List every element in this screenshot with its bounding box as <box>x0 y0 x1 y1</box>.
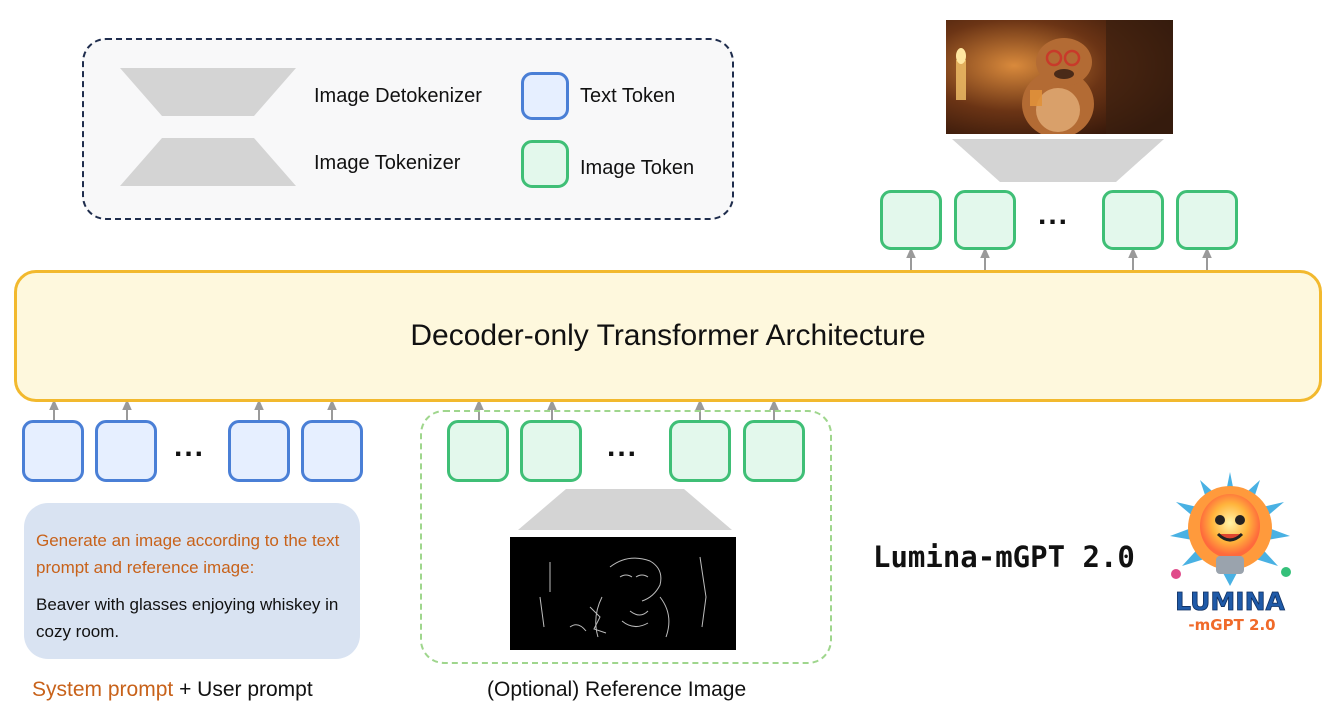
input-image-token <box>447 420 509 482</box>
user-prompt-caption: + User prompt <box>179 678 313 701</box>
image-token-legend-icon <box>521 140 569 188</box>
reference-image-group <box>420 410 832 664</box>
input-text-token <box>22 420 84 482</box>
text-token-legend-label: Text Token <box>580 85 676 107</box>
output-image-token <box>1176 190 1238 250</box>
decoder-transformer-block: Decoder-only Transformer Architecture <box>14 270 1322 402</box>
image-detokenizer-shape <box>952 139 1164 182</box>
image-token-ellipsis: ... <box>607 430 639 463</box>
lumina-logo: LUMINA -mGPT 2.0 <box>1170 472 1291 634</box>
detokenizer-legend-icon <box>120 68 296 116</box>
prompt-caption: System prompt + User prompt <box>32 678 313 702</box>
input-image-token <box>520 420 582 482</box>
user-prompt-text: Beaver with glasses enjoying whiskey in … <box>36 595 339 641</box>
input-text-token <box>301 420 363 482</box>
output-image-token <box>954 190 1016 250</box>
input-text-token <box>228 420 290 482</box>
system-prompt-text: Generate an image according to the text … <box>36 531 340 577</box>
reference-image-caption: (Optional) Reference Image <box>487 678 747 701</box>
input-image-token <box>669 420 731 482</box>
output-image-token <box>880 190 942 250</box>
input-text-token <box>95 420 157 482</box>
image-tokenizer-shape <box>518 489 732 530</box>
detokenizer-legend-label: Image Detokenizer <box>314 85 482 107</box>
brand-title: Lumina-mGPT 2.0 <box>873 540 1135 574</box>
text-token-legend-icon <box>521 72 569 120</box>
prompt-card: Generate an image according to the text … <box>24 503 360 659</box>
logo-word: LUMINA <box>1175 587 1285 616</box>
image-token-legend-label: Image Token <box>580 157 695 179</box>
output-image <box>946 20 1173 134</box>
decoder-label: Decoder-only Transformer Architecture <box>410 319 926 352</box>
tokenizer-legend-label: Image Tokenizer <box>314 152 461 174</box>
output-image-token <box>1102 190 1164 250</box>
text-token-ellipsis: ... <box>174 430 206 463</box>
logo-subtitle: -mGPT 2.0 <box>1188 616 1275 634</box>
legend-box <box>82 38 734 220</box>
system-prompt-caption: System prompt <box>32 678 174 701</box>
tokenizer-legend-icon <box>120 138 296 186</box>
input-image-token <box>743 420 805 482</box>
reference-edge-image <box>510 537 736 650</box>
output-ellipsis: ... <box>1038 198 1070 231</box>
